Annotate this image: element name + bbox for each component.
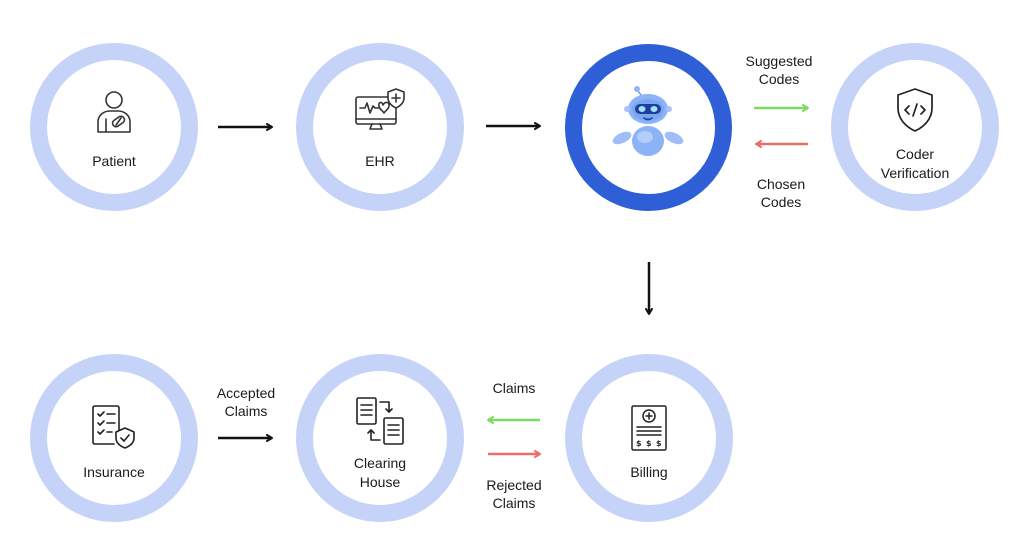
edge-label-accepted-claims: Accepted Claims [216,385,276,419]
node-label-patient: Patient [92,153,136,169]
svg-text:$: $ [636,439,642,448]
node-insurance: Insurance [30,354,198,522]
node-ehr: EHR [296,43,464,211]
insurance-checklist-icon [92,405,135,449]
node-label-clearing-house: Clearing House [353,455,407,490]
document-exchange-icon [356,397,404,445]
robot-icon [612,86,684,156]
shield-code-icon [897,88,933,132]
node-patient: Patient [30,43,198,211]
node-label-insurance: Insurance [83,464,145,480]
medical-bill-icon: $ $ $ [631,405,667,451]
node-label-ehr: EHR [365,153,395,169]
node-billing: $ $ $ Billing [565,354,733,522]
node-coder-verification: Coder Verification [831,43,999,211]
patient-icon [97,91,131,133]
ehr-monitor-icon [355,88,405,130]
node-clearing-house: Clearing House [296,354,464,522]
node-label-coder-verification: Coder Verification [880,146,950,181]
edge-label-suggested-codes: Suggested Codes [745,53,813,87]
edge-label-rejected-claims: Rejected Claims [486,477,542,511]
node-ai-assistant [565,44,732,211]
edge-label-chosen-codes: Chosen Codes [756,176,806,210]
svg-text:$: $ [656,439,662,448]
node-label-billing: Billing [630,464,668,480]
svg-text:$: $ [646,439,652,448]
edge-label-claims: Claims [492,380,536,396]
